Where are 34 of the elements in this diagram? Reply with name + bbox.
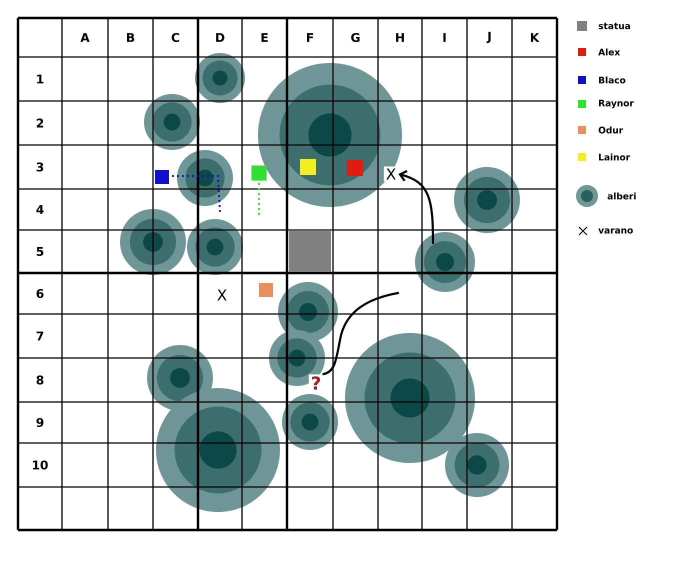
row-header: 3 [36, 162, 44, 172]
row-header: 2 [36, 118, 44, 128]
column-header: C [172, 32, 180, 42]
column-header: F [307, 33, 314, 42]
row-header: 9 [36, 418, 44, 428]
legend-label: Raynor [599, 100, 634, 108]
legend-label: Odur [598, 126, 624, 134]
legend-label: alberi [608, 192, 636, 200]
node-label: ? [312, 376, 320, 390]
cross-mark: X [384, 166, 398, 182]
row-header: 4 [36, 205, 44, 214]
row-header: 1 [37, 74, 44, 84]
question-mark: ? [308, 374, 324, 392]
column-header: D [216, 33, 224, 42]
row-header: 10 [33, 460, 48, 470]
column-header: G [351, 32, 360, 42]
row-header: 6 [36, 288, 44, 298]
legend-label: statua [598, 22, 630, 30]
column-header: I [443, 33, 446, 42]
legend-label: Alex [598, 48, 620, 56]
column-header: A [80, 33, 90, 42]
arrow [398, 170, 434, 244]
row-header: 8 [36, 375, 44, 385]
column-header: J [486, 32, 491, 44]
row-header: 5 [36, 247, 44, 256]
legend-label: Lainor [599, 154, 630, 160]
column-header: H [396, 33, 404, 42]
column-header: B [127, 33, 134, 42]
row-header: 7 [36, 332, 44, 340]
legend-label: Blaco [599, 76, 626, 84]
cross-mark: X [217, 290, 227, 300]
column-header: E [262, 33, 268, 42]
legend-label: varano [598, 228, 633, 234]
column-header: K [530, 33, 540, 42]
